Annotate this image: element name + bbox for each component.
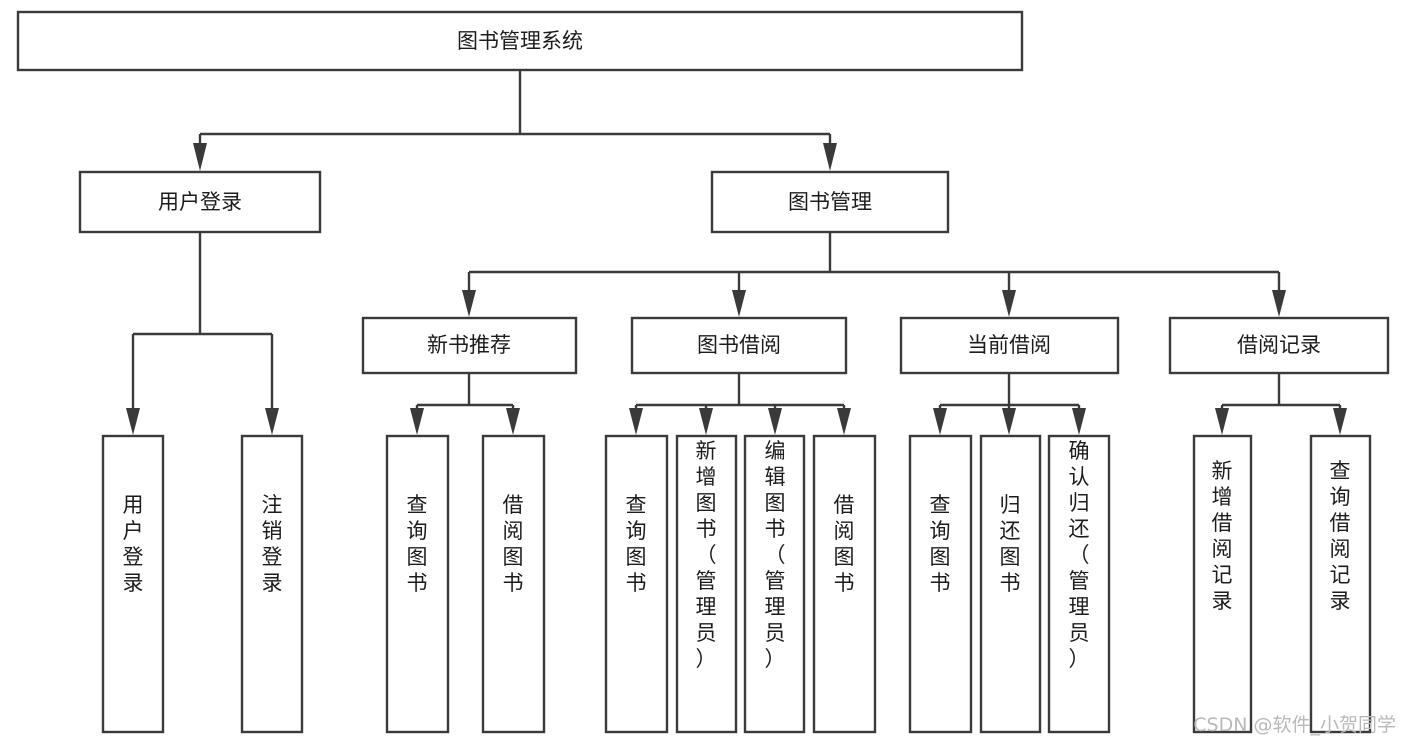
leaf-add-book[interactable]: 新增图书（管理员） [675,434,738,734]
node-new-book-recommend[interactable]: 新书推荐 [361,316,578,375]
nodes-layer: 图书管理系统 用户登录 图书管理 新书推荐 图书借阅 当前 [16,10,1390,734]
leaf-query-book-1[interactable]: 查询图书 [385,434,450,734]
leaf-borrow-book-1[interactable]: 借阅图书 [481,434,546,734]
leaf-borrow-book-2-label: 借阅图书 [834,493,855,595]
leaf-logout-box[interactable] [240,434,304,734]
leaf-query-record[interactable]: 查询借阅记录 [1309,434,1372,734]
node-user-login[interactable]: 用户登录 [78,170,322,234]
node-book-manage-label: 图书管理 [788,190,872,214]
csdn-watermark: CSDN @软件_小贺同学 [1193,714,1396,736]
arrowhead-leaf-edit-book [768,408,782,435]
arrowhead-book-manage [823,143,837,171]
arrowhead-book-borrow [732,290,746,317]
leaf-query-book-2[interactable]: 查询图书 [604,434,669,734]
leaf-add-record-label: 新增借阅记录 [1212,459,1233,613]
node-borrow-record-box[interactable] [1168,316,1390,375]
leaf-user-login[interactable]: 用户登录 [101,434,165,734]
leaf-query-book-2-box[interactable] [604,434,669,734]
leaf-logout-label: 注销登录 [262,493,283,595]
leaf-add-record[interactable]: 新增借阅记录 [1192,434,1253,734]
leaf-return-book-box[interactable] [979,434,1042,734]
leaf-query-record-box[interactable] [1309,434,1372,734]
leaf-query-book-2-label: 查询图书 [626,493,647,595]
arrowhead-leaf-borrow-book-1 [506,408,520,435]
leaf-borrow-book-1-label: 借阅图书 [503,493,524,595]
leaf-query-book-3-label: 查询图书 [930,493,951,595]
leaf-borrow-book-2[interactable]: 借阅图书 [812,434,877,734]
leaf-add-book-box[interactable] [675,434,738,734]
node-borrow-record-label: 借阅记录 [1237,333,1321,357]
node-book-borrow-box[interactable] [630,316,848,375]
leaf-user-login-box[interactable] [101,434,165,734]
arrowhead-leaf-user-login [126,408,140,435]
leaf-edit-book[interactable]: 编辑图书（管理员） [743,434,806,734]
leaf-query-book-3[interactable]: 查询图书 [908,434,973,734]
node-book-manage-box[interactable] [710,170,950,234]
node-new-book-recommend-box[interactable] [361,316,578,375]
node-user-login-label: 用户登录 [158,190,242,214]
arrowhead-leaf-query-book-3 [933,408,947,435]
leaf-edit-book-label: 编辑图书（管理员） [765,439,786,671]
node-current-borrow-label: 当前借阅 [967,333,1051,357]
leaf-return-book-label: 归还图书 [1000,493,1021,595]
leaf-add-book-label: 新增图书（管理员） [696,439,717,671]
node-borrow-record[interactable]: 借阅记录 [1168,316,1390,375]
node-book-borrow-label: 图书借阅 [697,333,781,357]
leaf-confirm-return[interactable]: 确认归还（管理员） [1047,434,1111,734]
connectors-layer [126,70,1347,435]
arrowhead-leaf-query-book-2 [629,408,643,435]
leaf-confirm-return-box[interactable] [1047,434,1111,734]
node-current-borrow[interactable]: 当前借阅 [899,316,1120,375]
node-current-borrow-box[interactable] [899,316,1120,375]
leaf-confirm-return-label: 确认归还（管理员） [1069,439,1090,671]
node-root-label: 图书管理系统 [457,29,583,53]
leaf-query-record-label: 查询借阅记录 [1330,459,1351,613]
arrowhead-new-book-recommend [462,290,476,317]
arrowhead-leaf-return-book [1002,408,1016,435]
leaf-borrow-book-2-box[interactable] [812,434,877,734]
node-new-book-recommend-label: 新书推荐 [427,333,511,357]
leaf-logout[interactable]: 注销登录 [240,434,304,734]
node-book-borrow[interactable]: 图书借阅 [630,316,848,375]
node-user-login-box[interactable] [78,170,322,234]
arrowhead-leaf-query-book-1 [410,408,424,435]
arrowhead-leaf-logout [265,408,279,435]
leaf-user-login-label: 用户登录 [123,493,144,595]
leaf-add-record-box[interactable] [1192,434,1253,734]
arrowhead-leaf-add-book [699,408,713,435]
node-book-manage[interactable]: 图书管理 [710,170,950,234]
arrowhead-leaf-borrow-book-2 [837,408,851,435]
leaf-query-book-1-label: 查询图书 [407,493,428,595]
leaf-query-book-3-box[interactable] [908,434,973,734]
arrowhead-leaf-confirm-return [1072,408,1086,435]
leaf-edit-book-box[interactable] [743,434,806,734]
arrowhead-borrow-record [1272,290,1286,317]
arrowhead-user-login [193,143,207,171]
arrowhead-leaf-add-record [1215,408,1229,435]
leaf-return-book[interactable]: 归还图书 [979,434,1042,734]
node-root-box[interactable] [16,10,1024,72]
leaf-query-book-1-box[interactable] [385,434,450,734]
leaf-borrow-book-1-box[interactable] [481,434,546,734]
arrowhead-leaf-query-record [1333,408,1347,435]
arrowhead-current-borrow [1002,290,1016,317]
node-root[interactable]: 图书管理系统 [16,10,1024,72]
